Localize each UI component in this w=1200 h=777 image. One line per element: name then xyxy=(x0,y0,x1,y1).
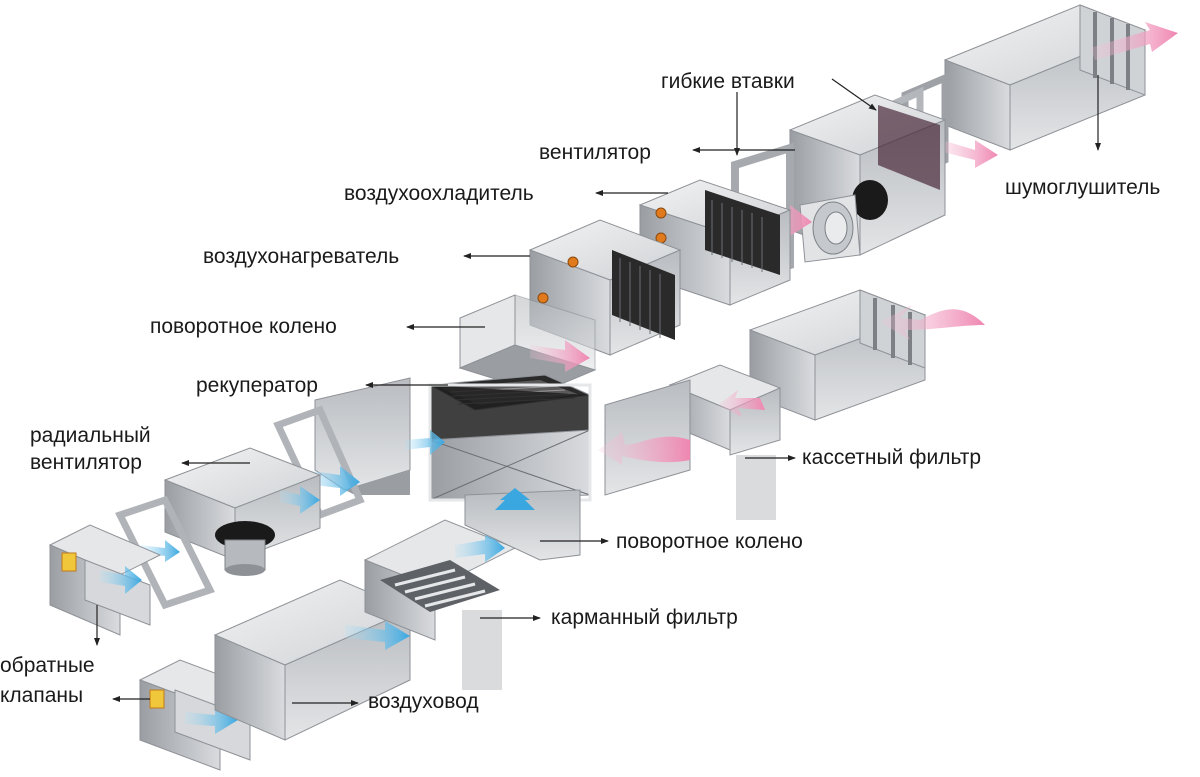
label-radial-fan-line2: вентилятор xyxy=(30,451,142,474)
label-radial-fan-line1: радиальный xyxy=(30,424,151,447)
flexible-insert-lower-left xyxy=(115,495,215,610)
elbow-lower xyxy=(464,488,581,561)
label-flexible-inserts: гибкие втавки xyxy=(661,70,795,93)
recuperator-unit xyxy=(428,374,592,502)
label-check-valves-line2: клапаны xyxy=(0,684,84,707)
air-duct-unit xyxy=(213,579,412,741)
air-cooler-unit xyxy=(638,179,792,306)
silencer-unit xyxy=(943,4,1178,151)
label-silencer: шумоглушитель xyxy=(1005,176,1161,199)
check-valve-upper xyxy=(48,524,162,636)
fan-unit xyxy=(788,94,947,263)
cassette-filter-unit xyxy=(668,364,782,520)
label-elbow-lower: поворотное колено xyxy=(616,530,803,553)
label-recuperator: рекуператор xyxy=(196,374,318,397)
elbow-upper xyxy=(458,294,597,394)
leader-lines xyxy=(94,75,1101,706)
intake-elbow xyxy=(598,379,691,496)
cassette-filter-duct xyxy=(748,289,985,421)
label-air-cooler: воздухоохладитель xyxy=(344,182,534,205)
label-cassette-filter: кассетный фильтр xyxy=(802,446,982,469)
label-elbow-upper: поворотное колено xyxy=(150,315,337,338)
elbow-exhaust xyxy=(314,377,445,495)
pocket-filter-unit xyxy=(363,519,517,690)
label-fan: вентилятор xyxy=(539,141,651,164)
label-check-valves-line1: обратные xyxy=(0,654,95,677)
label-air-duct: воздуховод xyxy=(368,690,479,713)
label-air-heater: воздухонагреватель xyxy=(203,245,400,268)
label-pocket-filter: карманный фильтр xyxy=(551,606,738,629)
radial-fan-unit xyxy=(163,447,322,576)
